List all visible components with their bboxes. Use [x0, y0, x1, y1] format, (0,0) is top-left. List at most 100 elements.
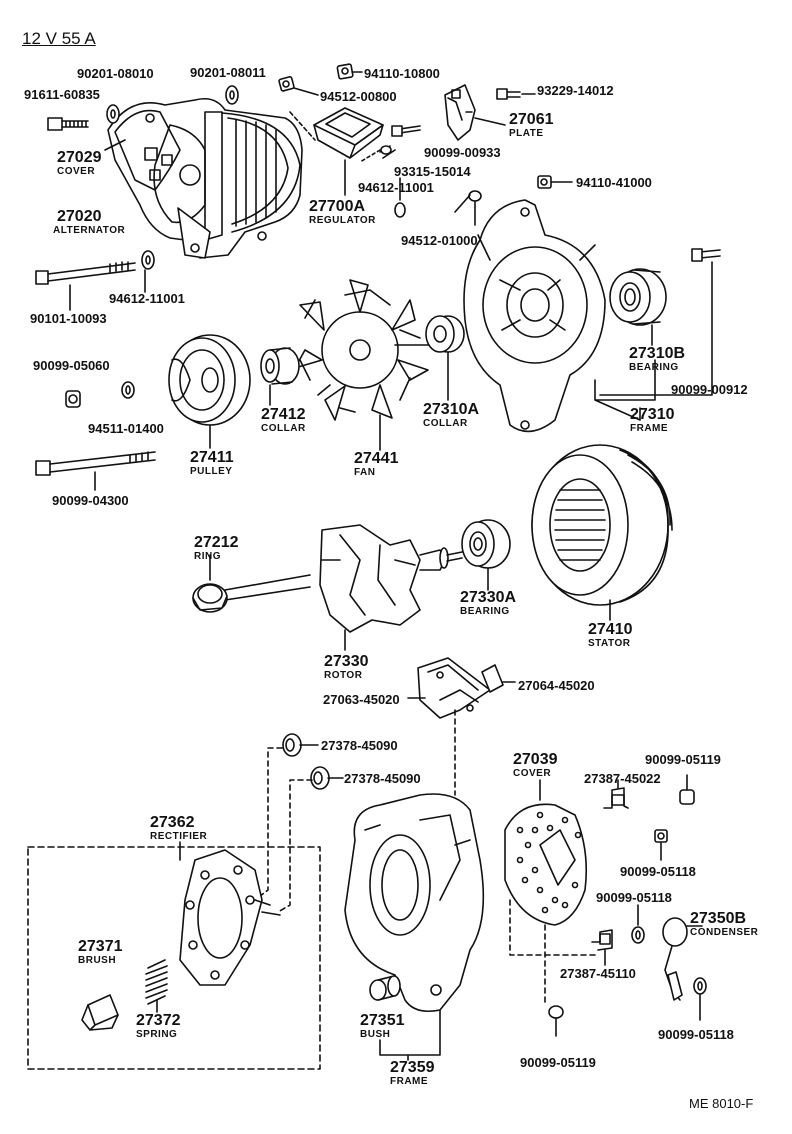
- part-27029-name: COVER: [57, 166, 96, 177]
- part-27063-45020: 27063-45020: [323, 692, 400, 707]
- part-94612-11001-top: 94612-11001: [358, 180, 434, 195]
- long-bolt-90101-10093: [35, 261, 136, 285]
- rotor-27330: [224, 524, 463, 633]
- part-27372-name: SPRING: [136, 1029, 178, 1040]
- part-93229-14012: 93229-14012: [537, 83, 614, 98]
- part-94512-01000: 94512-01000: [401, 233, 478, 248]
- part-94110-41000: 94110-41000: [576, 175, 652, 190]
- part-27330A-name: BEARING: [460, 606, 510, 617]
- part-27212: 27212: [194, 534, 239, 551]
- cover-27039: [504, 803, 588, 926]
- part-90099-05118-a: 90099-05118: [620, 864, 696, 879]
- part-27351: 27351: [360, 1012, 405, 1029]
- part-27310B-name: BEARING: [629, 362, 679, 373]
- condenser-27350B: [662, 917, 688, 1001]
- plate-27061: [444, 84, 476, 141]
- part-27330-name: ROTOR: [324, 670, 363, 681]
- part-27371: 27371: [78, 938, 123, 955]
- part-90099-05119-top: 90099-05119: [645, 752, 721, 767]
- part-91611-60835: 91611-60835: [24, 87, 100, 102]
- part-27212-name: RING: [194, 551, 221, 562]
- diagram-title: 12 V 55 A: [22, 29, 96, 48]
- part-94511-01400: 94511-01400: [88, 421, 164, 436]
- part-90099-04300: 90099-04300: [52, 493, 129, 508]
- part-94110-10800: 94110-10800: [364, 66, 440, 81]
- part-27061-name: PLATE: [509, 128, 544, 139]
- collar-27412: [260, 347, 300, 385]
- part-27371-name: BRUSH: [78, 955, 117, 966]
- part-90101-10093: 90101-10093: [30, 311, 107, 326]
- part-93315-15014: 93315-15014: [394, 164, 471, 179]
- regulator-27700A: [313, 107, 384, 159]
- part-27359: 27359: [390, 1059, 435, 1076]
- bracket-27063-45020: [417, 657, 491, 719]
- part-27700A: 27700A: [309, 198, 366, 215]
- collar-27310A: [425, 315, 465, 353]
- part-27330: 27330: [324, 653, 369, 670]
- fan-27441: [294, 279, 431, 421]
- part-27411-name: PULLEY: [190, 466, 233, 477]
- part-27410: 27410: [588, 621, 633, 638]
- part-90201-08011: 90201-08011: [190, 65, 266, 80]
- part-90099-05118-b: 90099-05118: [596, 890, 672, 905]
- part-94612-11001-bolt: 94612-11001: [109, 291, 185, 306]
- frame-27310: [463, 199, 606, 433]
- part-27310B: 27310B: [629, 345, 686, 362]
- part-27387-45110: 27387-45110: [560, 966, 636, 981]
- part-27330A: 27330A: [460, 589, 517, 606]
- part-27387-45022: 27387-45022: [584, 771, 661, 786]
- part-27064-45020: 27064-45020: [518, 678, 595, 693]
- rectifier-kit-box: [27, 846, 321, 1070]
- rectifier-27362: [179, 849, 281, 986]
- part-27310A-name: COLLAR: [423, 418, 468, 429]
- spring-27372: [145, 959, 168, 1005]
- part-27372: 27372: [136, 1012, 181, 1029]
- spacer-27064-45020: [481, 664, 504, 693]
- part-27020-name: ALTERNATOR: [53, 225, 126, 236]
- washer-90201-08010: [106, 104, 120, 124]
- part-90201-08010: 90201-08010: [77, 66, 154, 81]
- part-27362: 27362: [150, 814, 195, 831]
- part-27350B: 27350B: [690, 910, 747, 927]
- part-27350B-name: CONDENSER: [690, 927, 759, 938]
- part-27039: 27039: [513, 751, 558, 768]
- part-27378-45090-b: 27378-45090: [344, 771, 421, 786]
- pulley-27411: [168, 334, 251, 426]
- part-90099-05119-bottom: 90099-05119: [520, 1055, 596, 1070]
- bush-27351: [369, 975, 401, 1001]
- bolt-90099-04300: [35, 451, 156, 476]
- part-27359-name: FRAME: [390, 1076, 429, 1087]
- brush-27371: [81, 994, 119, 1031]
- stator-27410: [531, 444, 673, 606]
- part-27039-name: COVER: [513, 768, 552, 779]
- part-27061: 27061: [509, 111, 554, 128]
- part-27412-name: COLLAR: [261, 423, 306, 434]
- part-27441: 27441: [354, 450, 399, 467]
- part-27020: 27020: [57, 208, 102, 225]
- screw-27387-45110: [591, 929, 613, 951]
- part-27310A: 27310A: [423, 401, 480, 418]
- bearing-27330A: [461, 519, 511, 569]
- alternator-assembly: [107, 97, 303, 259]
- part-27310: 27310: [630, 406, 675, 423]
- part-27351-name: BUSH: [360, 1029, 391, 1040]
- part-27700A-name: REGULATOR: [309, 215, 376, 226]
- part-90099-00912: 90099-00912: [671, 382, 748, 397]
- part-27029: 27029: [57, 149, 102, 166]
- drawing-reference: ME 8010-F: [689, 1096, 754, 1111]
- bolt-91611: [47, 117, 89, 131]
- part-90099-05118-c: 90099-05118: [658, 1027, 734, 1042]
- part-27411: 27411: [190, 449, 234, 466]
- part-27378-45090-a: 27378-45090: [321, 738, 398, 753]
- rear-frame-27359: [344, 793, 485, 1013]
- screw-27387-45022: [603, 787, 629, 809]
- part-27410-name: STATOR: [588, 638, 631, 649]
- part-94512-00800: 94512-00800: [320, 89, 397, 104]
- part-27412: 27412: [261, 406, 306, 423]
- part-27310-name: FRAME: [630, 423, 669, 434]
- washer-90201-08011: [225, 85, 239, 105]
- part-90099-00933: 90099-00933: [424, 145, 501, 160]
- ring-27212: [192, 583, 228, 613]
